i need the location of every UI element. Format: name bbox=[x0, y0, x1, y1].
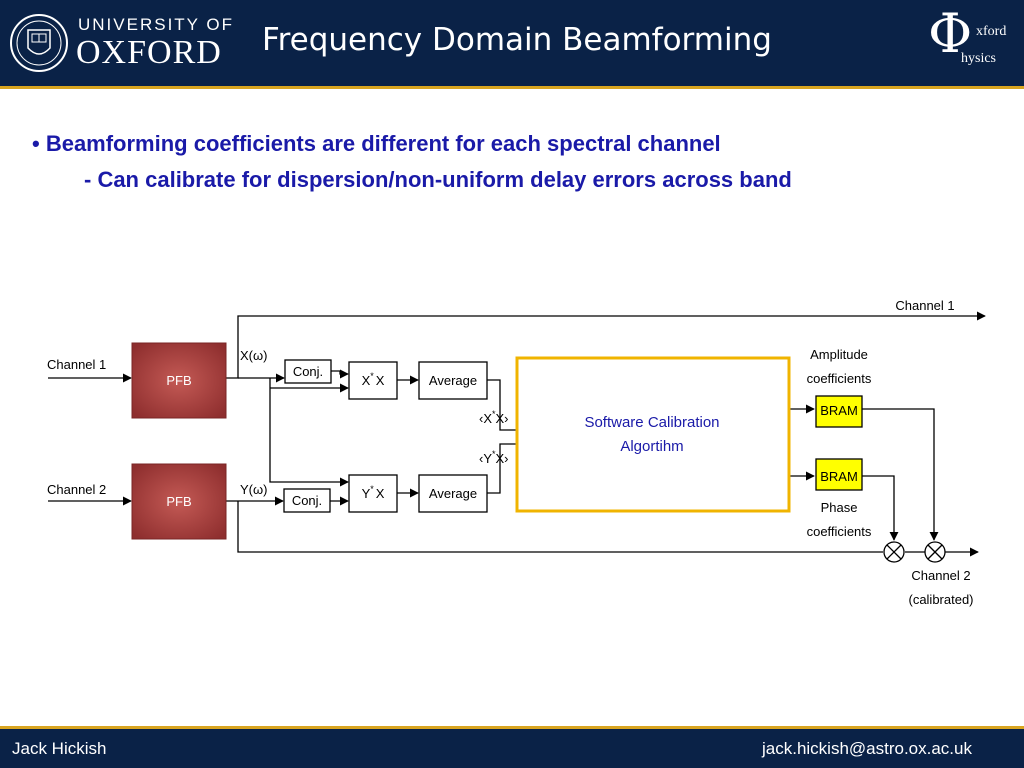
avg2-label: Average bbox=[429, 486, 477, 501]
footer-rule bbox=[0, 726, 1024, 729]
pfb1-block bbox=[131, 342, 227, 419]
pfb2-label: PFB bbox=[166, 494, 191, 509]
pfb1-label: PFB bbox=[166, 373, 191, 388]
multiplier1-icon bbox=[883, 541, 905, 563]
conj1-box bbox=[284, 359, 332, 384]
amplitude-label-line2: coefficients bbox=[807, 371, 872, 386]
bram1-label: BRAM bbox=[820, 403, 858, 418]
avg-yx-label: ‹Y*X› bbox=[479, 449, 509, 466]
footer-author: Jack Hickish bbox=[12, 739, 107, 758]
amplitude-label-line1: Amplitude bbox=[810, 347, 868, 362]
bram2-label: BRAM bbox=[820, 469, 858, 484]
bram2-to-mult1-line bbox=[862, 475, 899, 541]
yx-box bbox=[348, 474, 398, 513]
physics-logo-phi: Φ bbox=[928, 2, 973, 65]
yx-label: Y*X bbox=[362, 484, 385, 501]
avg2-box bbox=[418, 474, 488, 513]
output2-label-line1: Channel 2 bbox=[911, 568, 970, 583]
physics-logo-xford: xford bbox=[976, 24, 1007, 39]
footer-email: jack.hickish@astro.ox.ac.uk bbox=[761, 739, 972, 758]
input2-label: Channel 2 bbox=[47, 482, 106, 497]
bullet-main: • Beamforming coefficients are different… bbox=[32, 131, 721, 156]
bram1-to-mult2-line bbox=[862, 408, 939, 541]
avg1-label: Average bbox=[429, 373, 477, 388]
y-omega-label: Y(ω) bbox=[240, 482, 267, 497]
footer-bar bbox=[0, 729, 1024, 768]
avg1-to-calib-line bbox=[487, 379, 516, 431]
x-omega-label: X(ω) bbox=[240, 348, 267, 363]
bullet-sub: - Can calibrate for dispersion/non-unifo… bbox=[84, 167, 792, 192]
physics-logo-hysics: hysics bbox=[961, 51, 996, 66]
avg1-box bbox=[418, 361, 488, 400]
oxford-crest-icon bbox=[10, 14, 68, 72]
header-bar bbox=[0, 0, 1024, 86]
channel1-passthrough-line bbox=[226, 311, 986, 379]
conj2-label: Conj. bbox=[292, 493, 322, 508]
pfb2-block bbox=[131, 463, 227, 540]
header-rule bbox=[0, 86, 1024, 89]
calibration-label-line2: Algortihm bbox=[620, 438, 683, 455]
university-line: UNIVERSITY OF bbox=[78, 15, 235, 34]
phase-label-line1: Phase bbox=[821, 500, 858, 515]
avg2-to-calib-line bbox=[487, 443, 516, 494]
xx-box bbox=[348, 361, 398, 400]
output1-label: Channel 1 bbox=[895, 298, 954, 313]
x-split-lower-line bbox=[269, 378, 349, 487]
calibration-label-line1: Software Calibration bbox=[584, 414, 719, 431]
bram1-box bbox=[815, 395, 863, 428]
oxford-wordmark: OXFORD bbox=[76, 34, 222, 71]
input1-label: Channel 1 bbox=[47, 357, 106, 372]
avg-xx-label: ‹X*X› bbox=[479, 409, 509, 426]
page-title: Frequency Domain Beamforming bbox=[262, 22, 772, 58]
output2-label-line2: (calibrated) bbox=[908, 592, 973, 607]
xx-label: X*X bbox=[362, 371, 385, 388]
channel2-passthrough-line bbox=[237, 501, 883, 553]
multiplier2-icon bbox=[924, 541, 946, 563]
bram2-box bbox=[815, 458, 863, 491]
calibration-box bbox=[515, 356, 791, 513]
conj1-to-xx-line bbox=[330, 369, 349, 379]
phase-label-line2: coefficients bbox=[807, 524, 872, 539]
conj2-box bbox=[283, 488, 331, 513]
conj1-label: Conj. bbox=[293, 364, 323, 379]
